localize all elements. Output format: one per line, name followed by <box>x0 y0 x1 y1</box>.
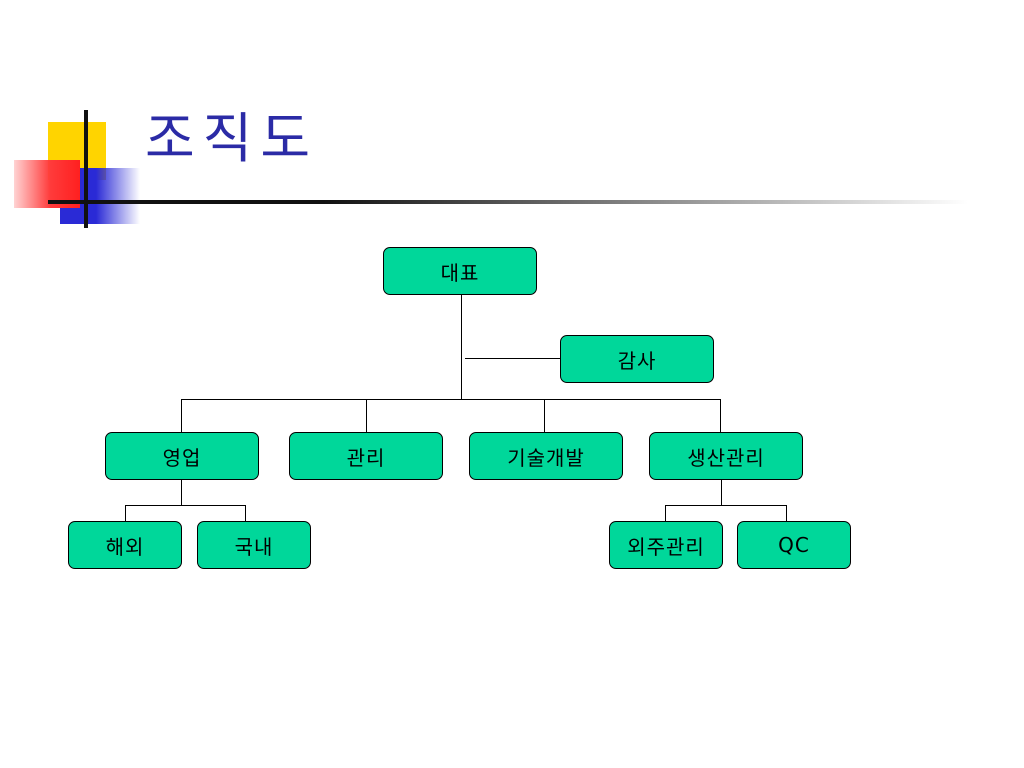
node-qc: QC <box>737 521 851 569</box>
node-domestic: 국내 <box>197 521 311 569</box>
node-ceo: 대표 <box>383 247 537 295</box>
connector-to-tech <box>544 399 545 432</box>
connector-to-production <box>720 399 721 432</box>
connector-sales-horizontal <box>125 505 245 506</box>
connector-audit <box>465 358 561 359</box>
connector-to-admin <box>366 399 367 432</box>
node-outsourcing: 외주관리 <box>609 521 723 569</box>
connector-ceo-down <box>461 295 462 399</box>
title-underline <box>48 200 968 204</box>
connector-production-down <box>721 480 722 505</box>
connector-level1-horizontal <box>181 399 721 400</box>
node-sales: 영업 <box>105 432 259 480</box>
page-title: 조직도 <box>145 107 319 170</box>
node-tech: 기술개발 <box>469 432 623 480</box>
node-admin: 관리 <box>289 432 443 480</box>
node-audit: 감사 <box>560 335 714 383</box>
connector-to-sales <box>181 399 182 432</box>
connector-to-qc <box>786 505 787 521</box>
connector-to-overseas <box>125 505 126 521</box>
node-overseas: 해외 <box>68 521 182 569</box>
connector-to-outsourcing <box>665 505 666 521</box>
decorative-vertical-line <box>84 110 88 228</box>
connector-to-domestic <box>245 505 246 521</box>
connector-production-horizontal <box>665 505 786 506</box>
node-production: 생산관리 <box>649 432 803 480</box>
connector-sales-down <box>181 480 182 505</box>
